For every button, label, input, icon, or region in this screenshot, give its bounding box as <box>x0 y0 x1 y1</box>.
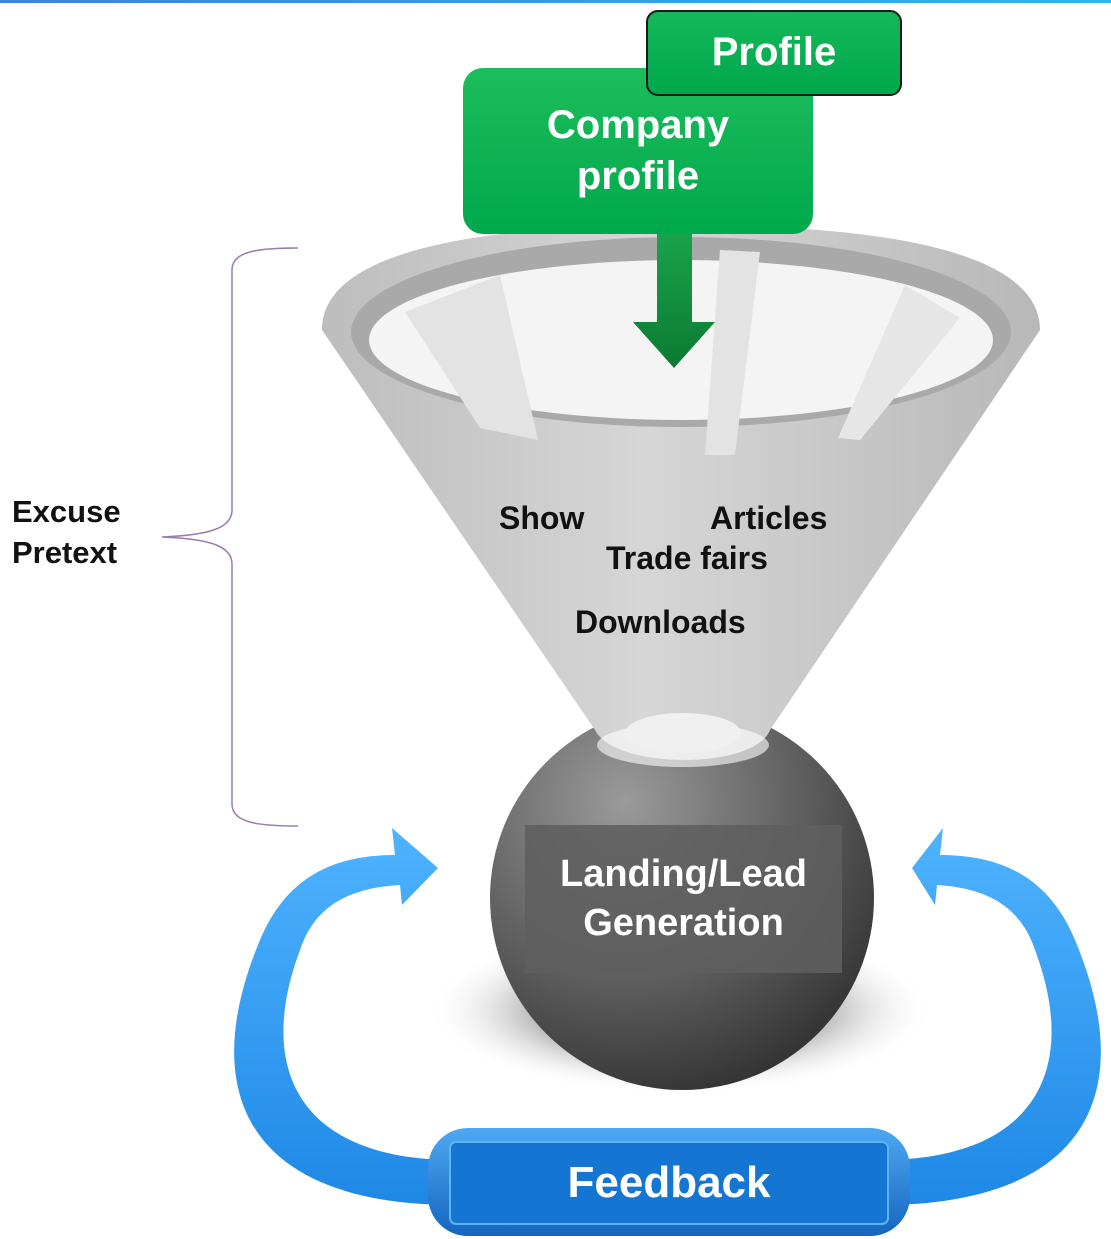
landing-line1: Landing/Lead <box>560 853 807 896</box>
down-arrow <box>633 232 715 368</box>
excuse-bracket <box>161 247 299 827</box>
funnel-item-downloads: Downloads <box>575 604 746 640</box>
feedback-box: Feedback <box>450 1142 888 1224</box>
company-profile-line2: profile <box>576 154 700 198</box>
company-profile-line1: Company <box>546 102 730 147</box>
bracket-label: Excuse Pretext <box>12 492 121 574</box>
top-accent-line <box>0 0 1111 3</box>
profile-label: Profile <box>711 30 837 75</box>
funnel-item-show: Show <box>499 500 585 536</box>
pretext-label: Pretext <box>12 534 118 570</box>
funnel-streak <box>705 250 760 455</box>
funnel-streak <box>405 275 538 440</box>
feedback-loop-right-arrow <box>880 828 1101 1205</box>
landing-lead-generation-box: Landing/Lead Generation <box>525 825 842 973</box>
profile-box: Profile <box>646 10 902 96</box>
funnel-neck-inner <box>625 713 741 753</box>
landing-line2: Generation <box>583 902 784 944</box>
funnel-streak <box>838 285 960 440</box>
feedback-loop-left-arrow <box>234 828 455 1205</box>
funnel-item-articles: Articles <box>710 500 828 536</box>
feedback-pill-inner <box>449 1141 889 1225</box>
excuse-label: Excuse <box>12 494 121 529</box>
feedback-label: Feedback <box>567 1157 771 1207</box>
funnel-item-trade-fairs: Trade fairs <box>606 540 768 576</box>
